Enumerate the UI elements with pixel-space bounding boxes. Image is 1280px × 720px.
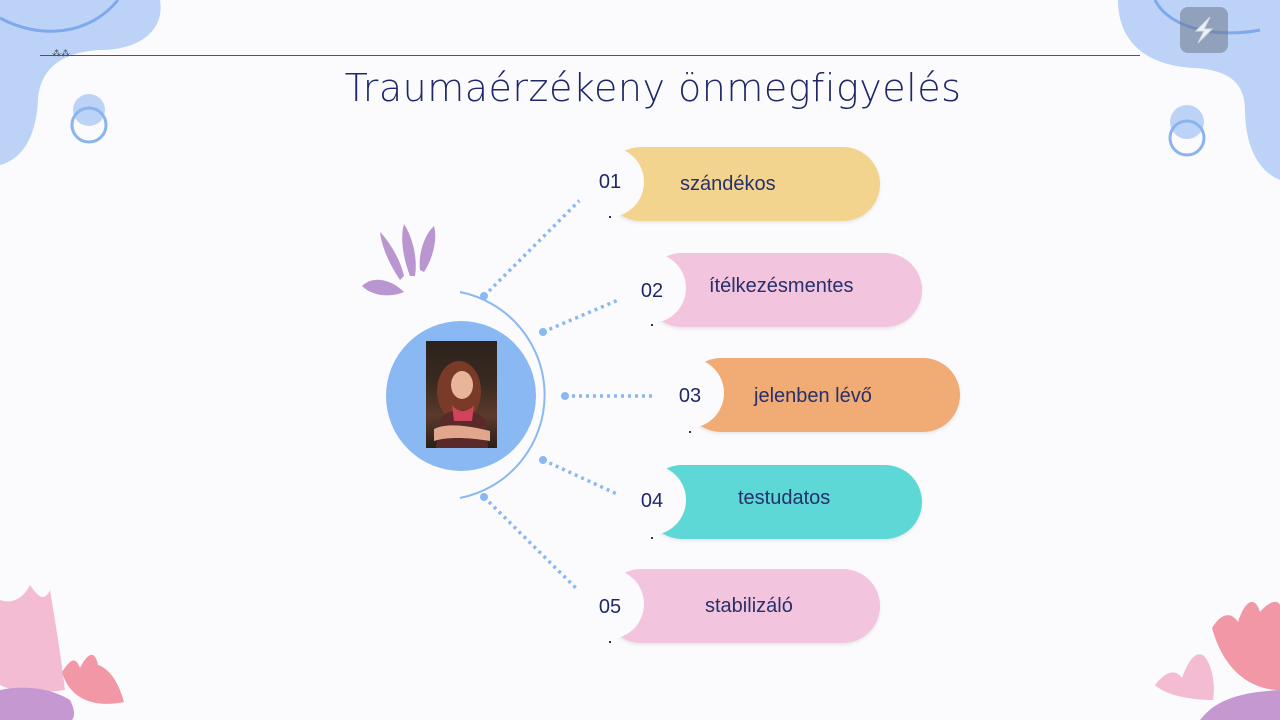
- item-number-03: 03: [678, 385, 702, 407]
- header-divider: [40, 55, 1140, 56]
- item-number-05: 05: [598, 596, 622, 618]
- item-pill-05[interactable]: stabilizáló: [604, 569, 880, 643]
- share-icon: [1194, 16, 1214, 44]
- item-label-05: stabilizáló: [705, 595, 793, 617]
- item-dot-02: [651, 324, 653, 326]
- portrait-illustration: [434, 361, 490, 448]
- item-pill-03[interactable]: jelenben lévő: [684, 358, 960, 432]
- portrait-photo: [426, 341, 497, 448]
- item-pill-04[interactable]: testudatos: [645, 465, 922, 539]
- share-button[interactable]: [1180, 7, 1228, 53]
- item-label-03: jelenben lévő: [754, 385, 872, 407]
- item-number-01: 01: [598, 171, 622, 193]
- item-label-01: szándékos: [680, 173, 776, 195]
- item-number-04: 04: [640, 490, 664, 512]
- item-notch-03: [654, 358, 724, 428]
- item-notch-01: [574, 147, 644, 217]
- item-dot-05: [609, 641, 611, 643]
- item-label-04: testudatos: [738, 487, 831, 509]
- svg-text:⁂⁂: ⁂⁂: [52, 48, 70, 59]
- item-pill-01[interactable]: szándékos: [604, 147, 880, 221]
- slide-title: Traumaérzékeny önmegfigyelés: [344, 66, 962, 110]
- item-notch-04: [616, 465, 686, 535]
- item-notch-02: [616, 253, 686, 323]
- item-number-02: 02: [640, 280, 664, 302]
- item-pill-02[interactable]: ítélkezésmentes: [645, 253, 922, 327]
- item-dot-03: [689, 431, 691, 433]
- item-notch-05: [574, 569, 644, 639]
- item-dot-04: [651, 537, 653, 539]
- item-dot-01: [609, 216, 611, 218]
- item-label-02: ítélkezésmentes: [709, 275, 854, 297]
